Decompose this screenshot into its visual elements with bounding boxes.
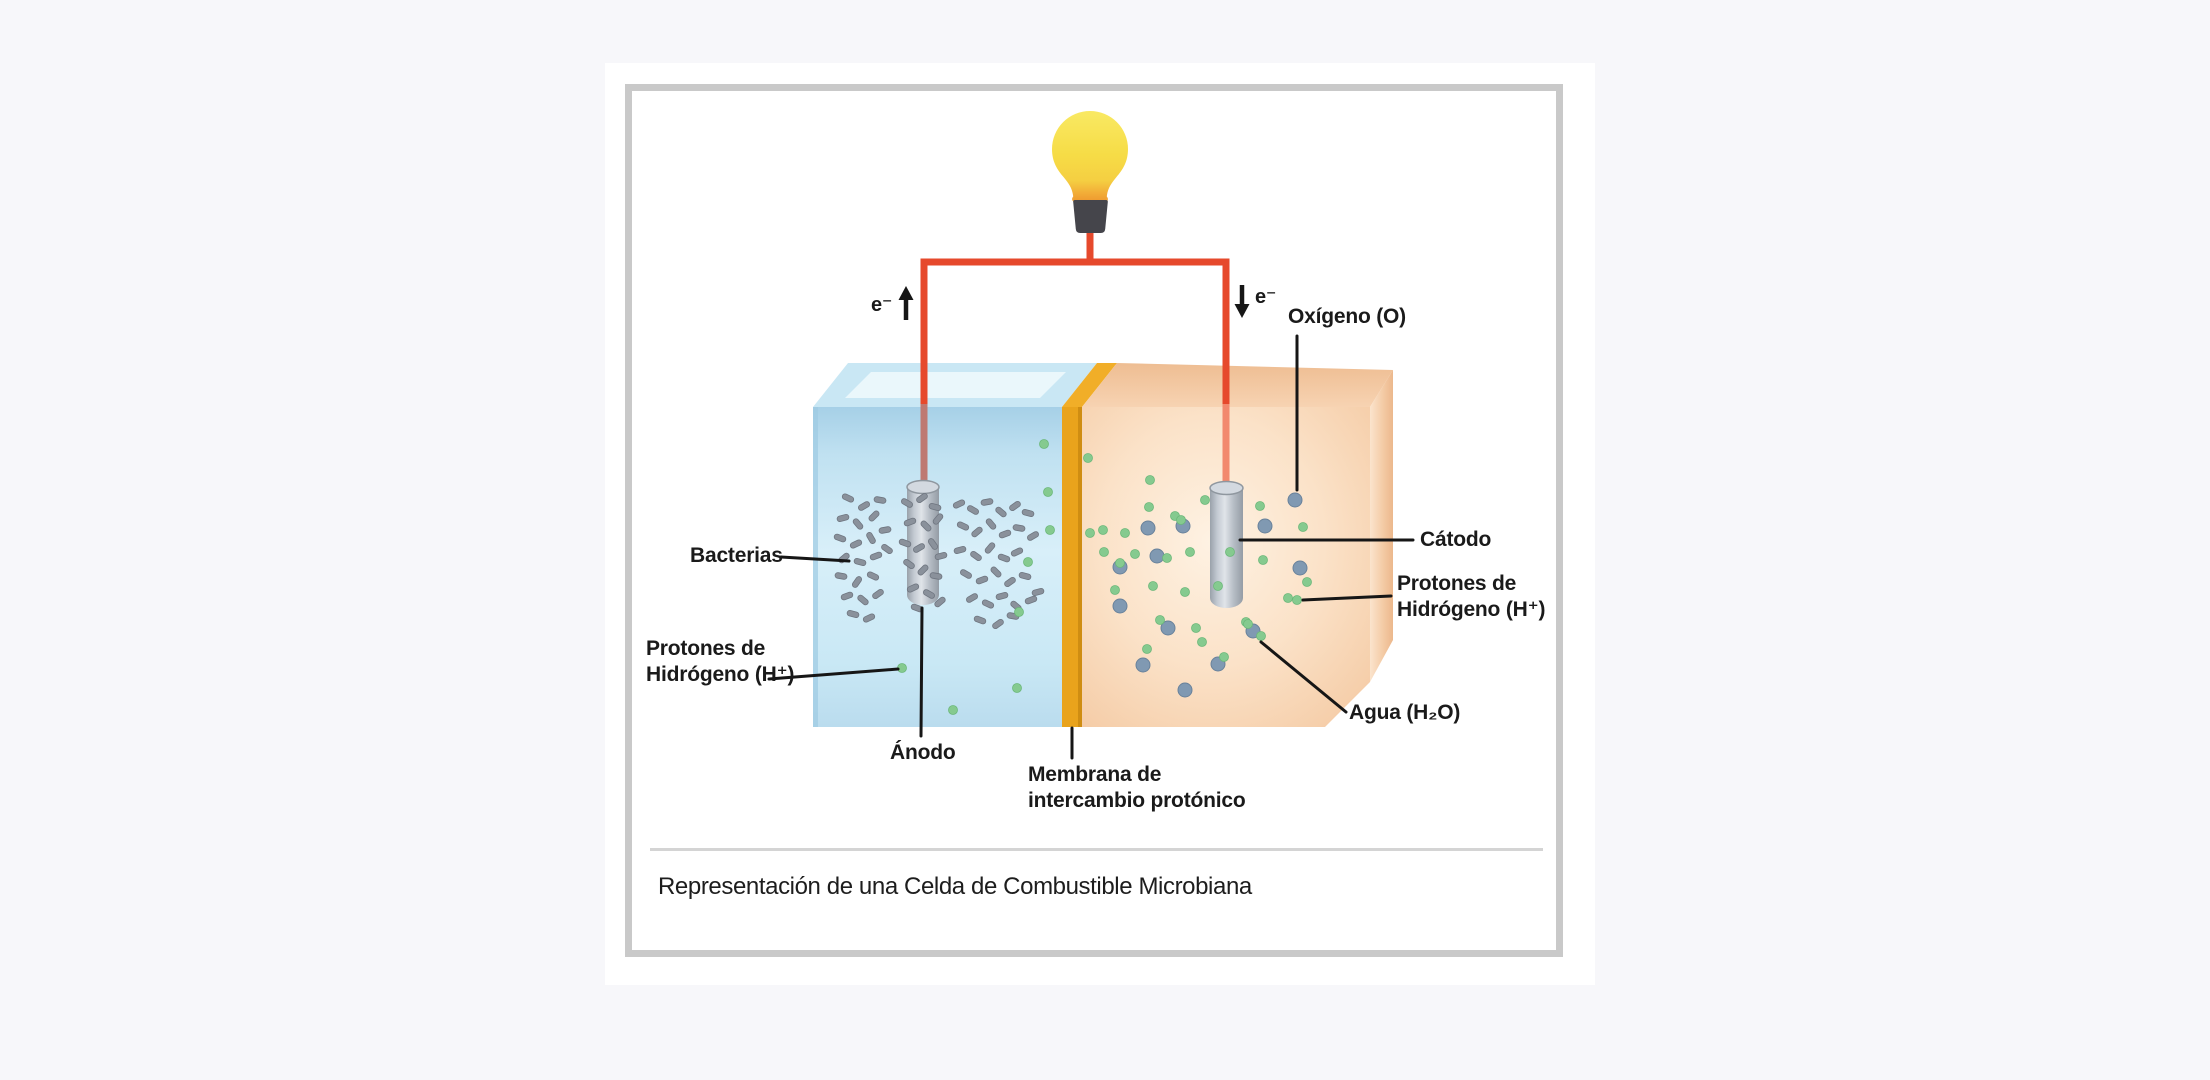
label-anodo: Ánodo xyxy=(890,741,956,764)
label-protones-hidrogeno-left: Protones de Hidrógeno (H⁺) xyxy=(646,636,794,688)
label-line: Protones de xyxy=(1397,572,1517,595)
label-agua: Agua (H₂O) xyxy=(1349,701,1461,724)
label-electron-left: e⁻ xyxy=(871,294,893,316)
label-membrana: Membrana de intercambio protónico xyxy=(1028,762,1246,814)
label-line: intercambio protónico xyxy=(1028,789,1246,812)
caption-divider xyxy=(650,848,1543,851)
label-line: Membrana de xyxy=(1028,763,1162,786)
label-catodo: Cátodo xyxy=(1420,528,1492,551)
label-protones-hidrogeno-right: Protones de Hidrógeno (H⁺) xyxy=(1397,571,1545,623)
figure-caption: Representación de una Celda de Combustib… xyxy=(658,873,1252,900)
label-line: Hidrógeno (H⁺) xyxy=(646,663,795,686)
label-oxigeno: Oxígeno (O) xyxy=(1288,305,1406,328)
label-bacterias: Bacterias xyxy=(690,544,783,567)
label-electron-right: e⁻ xyxy=(1255,286,1277,308)
label-line: Protones de xyxy=(646,637,766,660)
label-line: Hidrógeno (H⁺) xyxy=(1397,598,1546,621)
figure-panel xyxy=(625,84,1563,957)
